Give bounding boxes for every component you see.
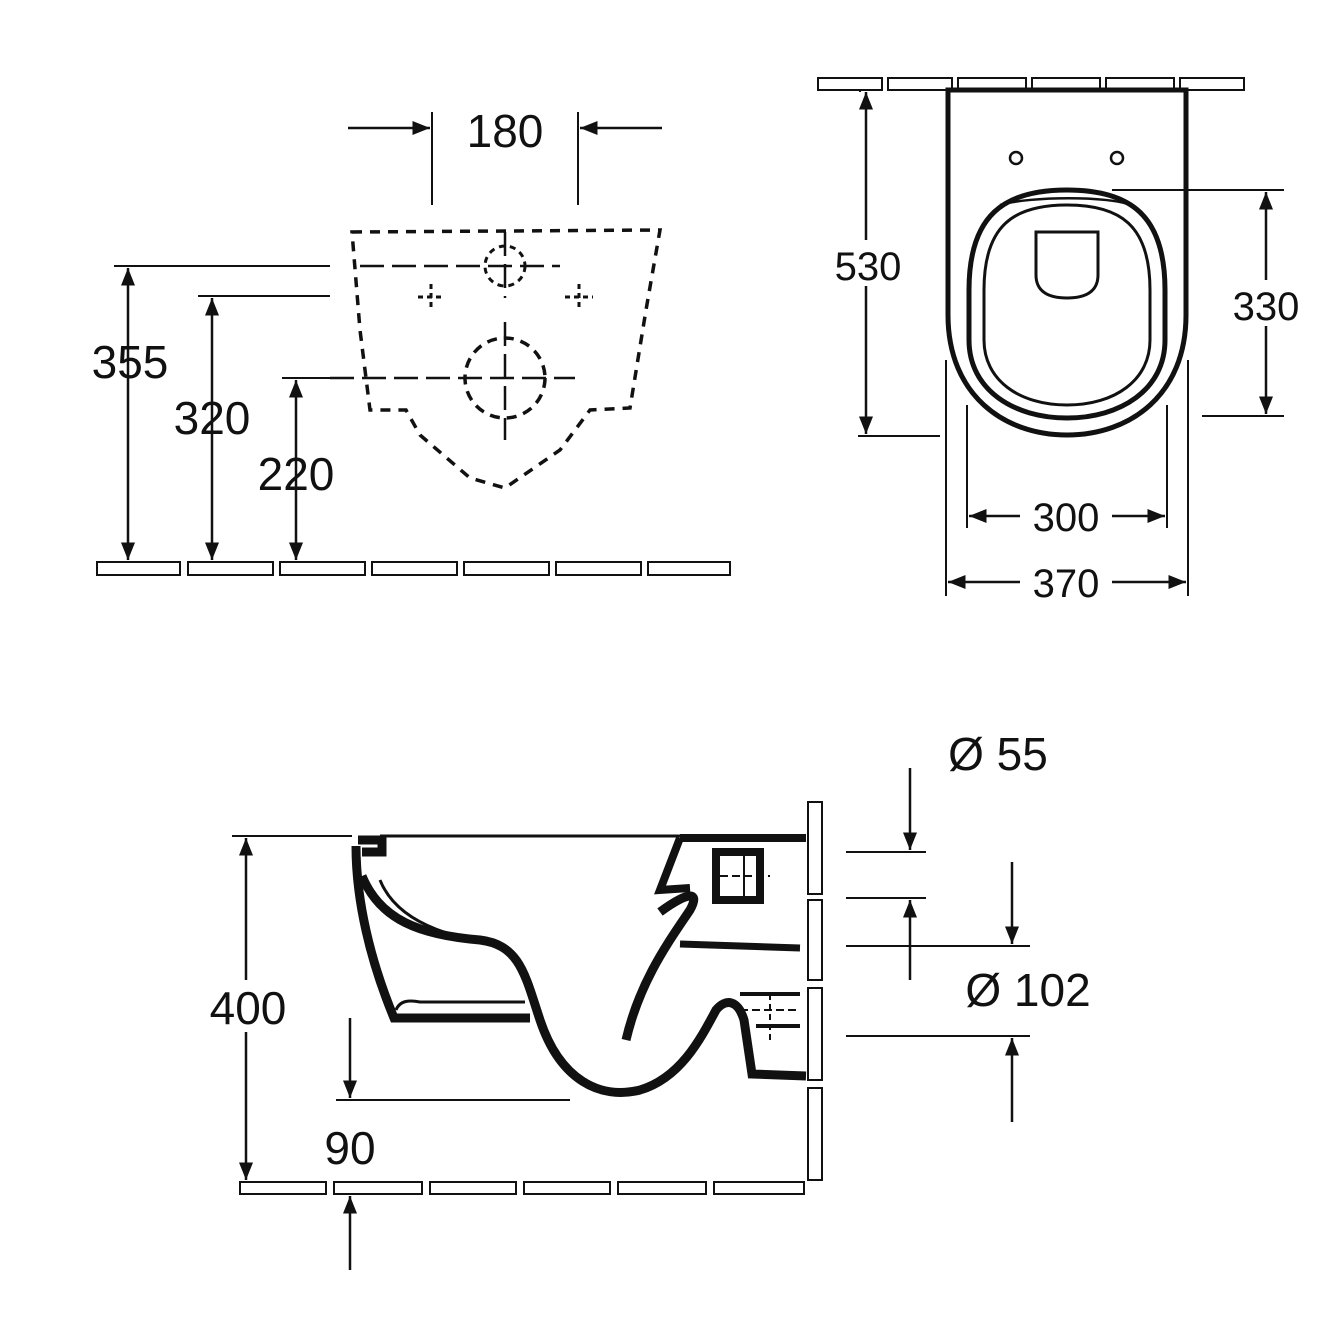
dim-overall-length: 530	[835, 245, 902, 289]
dim-fixing-spacing: 180	[467, 105, 544, 157]
fixing-hole-top	[483, 244, 527, 288]
top-view	[817, 77, 1284, 596]
floor-line-side	[239, 1181, 805, 1195]
front-view	[96, 112, 731, 576]
outlet-hole	[463, 336, 547, 420]
pan-body-outer	[351, 845, 530, 1023]
side-view	[232, 768, 1030, 1270]
bowl-outline	[945, 87, 1189, 438]
wall-line-side	[807, 801, 823, 1181]
dim-height-bottom-fixings: 320	[174, 392, 251, 444]
fixing-plate-outline	[350, 228, 663, 490]
inlet-connection	[654, 834, 806, 904]
dim-height-outlet: 220	[258, 448, 335, 500]
seat-outline	[966, 187, 1168, 421]
centre-lines	[330, 232, 575, 440]
bowl-opening	[1034, 230, 1100, 300]
dim-seat-opening-length: 330	[1233, 285, 1300, 329]
fixing-hole-left	[418, 284, 444, 310]
seat-fixing-hole-left	[1008, 150, 1024, 166]
dim-inlet-diameter: Ø 55	[948, 728, 1048, 780]
fixing-hole-right	[565, 284, 593, 310]
dim-overall-height: 400	[210, 982, 287, 1034]
dim-outlet-height: 90	[324, 1122, 375, 1174]
dim-outlet-diameter: Ø 102	[965, 964, 1090, 1016]
trap	[621, 891, 699, 1042]
dim-overall-width: 370	[1033, 562, 1100, 606]
floor-line-front	[96, 561, 731, 576]
seat-fixing-hole-right	[1109, 150, 1125, 166]
dim-inner-width: 300	[1033, 496, 1100, 540]
dim-height-top-fixings: 355	[92, 336, 169, 388]
